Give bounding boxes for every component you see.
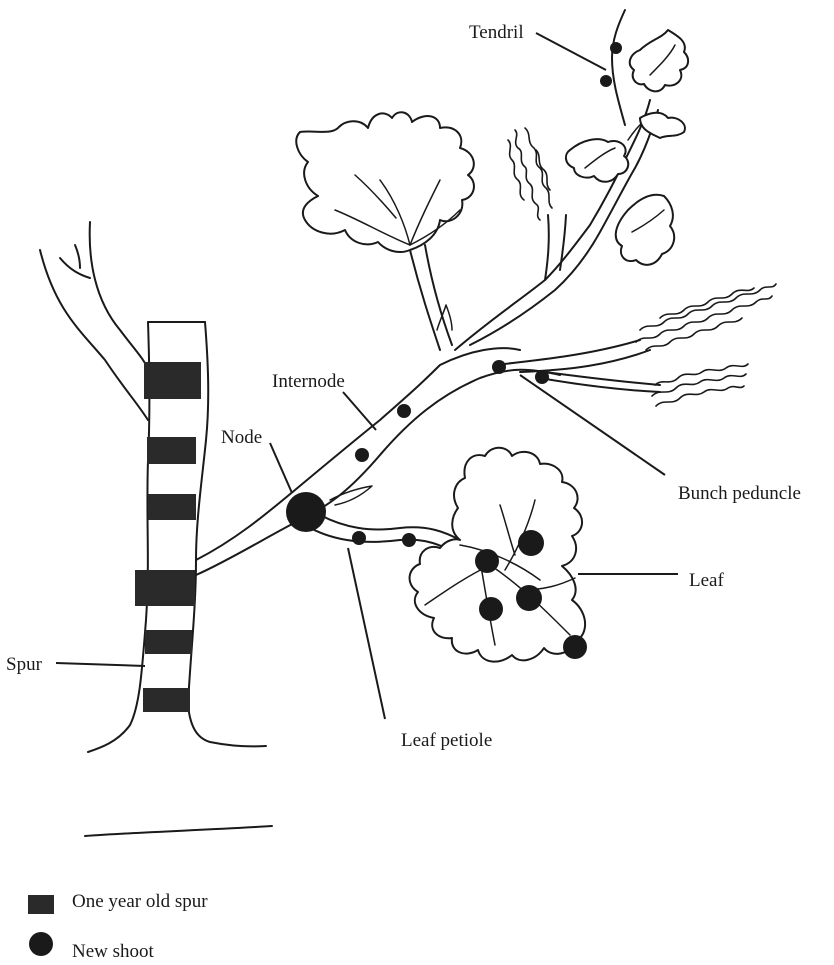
spur-band: [145, 630, 192, 654]
spur-band: [148, 494, 196, 520]
legend-new-shoot: New shoot: [72, 941, 155, 962]
leaf-top-right: [566, 30, 688, 265]
flower-cluster-upper: [508, 128, 552, 220]
new-shoot-dot: [518, 530, 544, 556]
main-shoot: [196, 10, 660, 575]
new-shoot-dot: [397, 404, 411, 418]
new-shoot-dot: [563, 635, 587, 659]
legend-one-year-old-spur: One year old spur: [72, 891, 208, 912]
leaf-lower: [410, 448, 586, 662]
spur-band: [147, 437, 196, 464]
new-shoot-dot: [475, 549, 499, 573]
label-spur: Spur: [6, 654, 43, 675]
trunk: [40, 222, 266, 752]
label-node: Node: [221, 427, 262, 448]
label-internode: Internode: [272, 371, 345, 392]
legend-new-shoot-swatch: [29, 932, 53, 956]
label-leaf: Leaf: [689, 570, 724, 591]
new-shoot-dot: [535, 370, 549, 384]
new-shoot-dot: [516, 585, 542, 611]
new-shoot-dot: [600, 75, 612, 87]
new-shoot-dot: [402, 533, 416, 547]
scale-bar: [85, 826, 272, 836]
flower-cluster-right-upper: [636, 284, 776, 350]
flower-cluster-right-lower: [652, 364, 748, 406]
spur-band: [135, 570, 195, 606]
label-leaf-petiole: Leaf petiole: [401, 730, 492, 751]
new-shoot-dot: [610, 42, 622, 54]
label-tendril: Tendril: [469, 22, 524, 43]
new-shoot-dot: [492, 360, 506, 374]
label-bunch-peduncle: Bunch peduncle: [678, 483, 801, 504]
node-dot: [286, 492, 326, 532]
legend-spur-swatch: [28, 895, 54, 914]
spur-band: [143, 688, 190, 712]
leaf-upper-left: [296, 112, 474, 252]
spur-band: [144, 362, 201, 399]
new-shoot-dot: [479, 597, 503, 621]
new-shoot-dot: [352, 531, 366, 545]
legend: One year old spur New shoot: [28, 891, 208, 962]
new-shoot-dot: [355, 448, 369, 462]
